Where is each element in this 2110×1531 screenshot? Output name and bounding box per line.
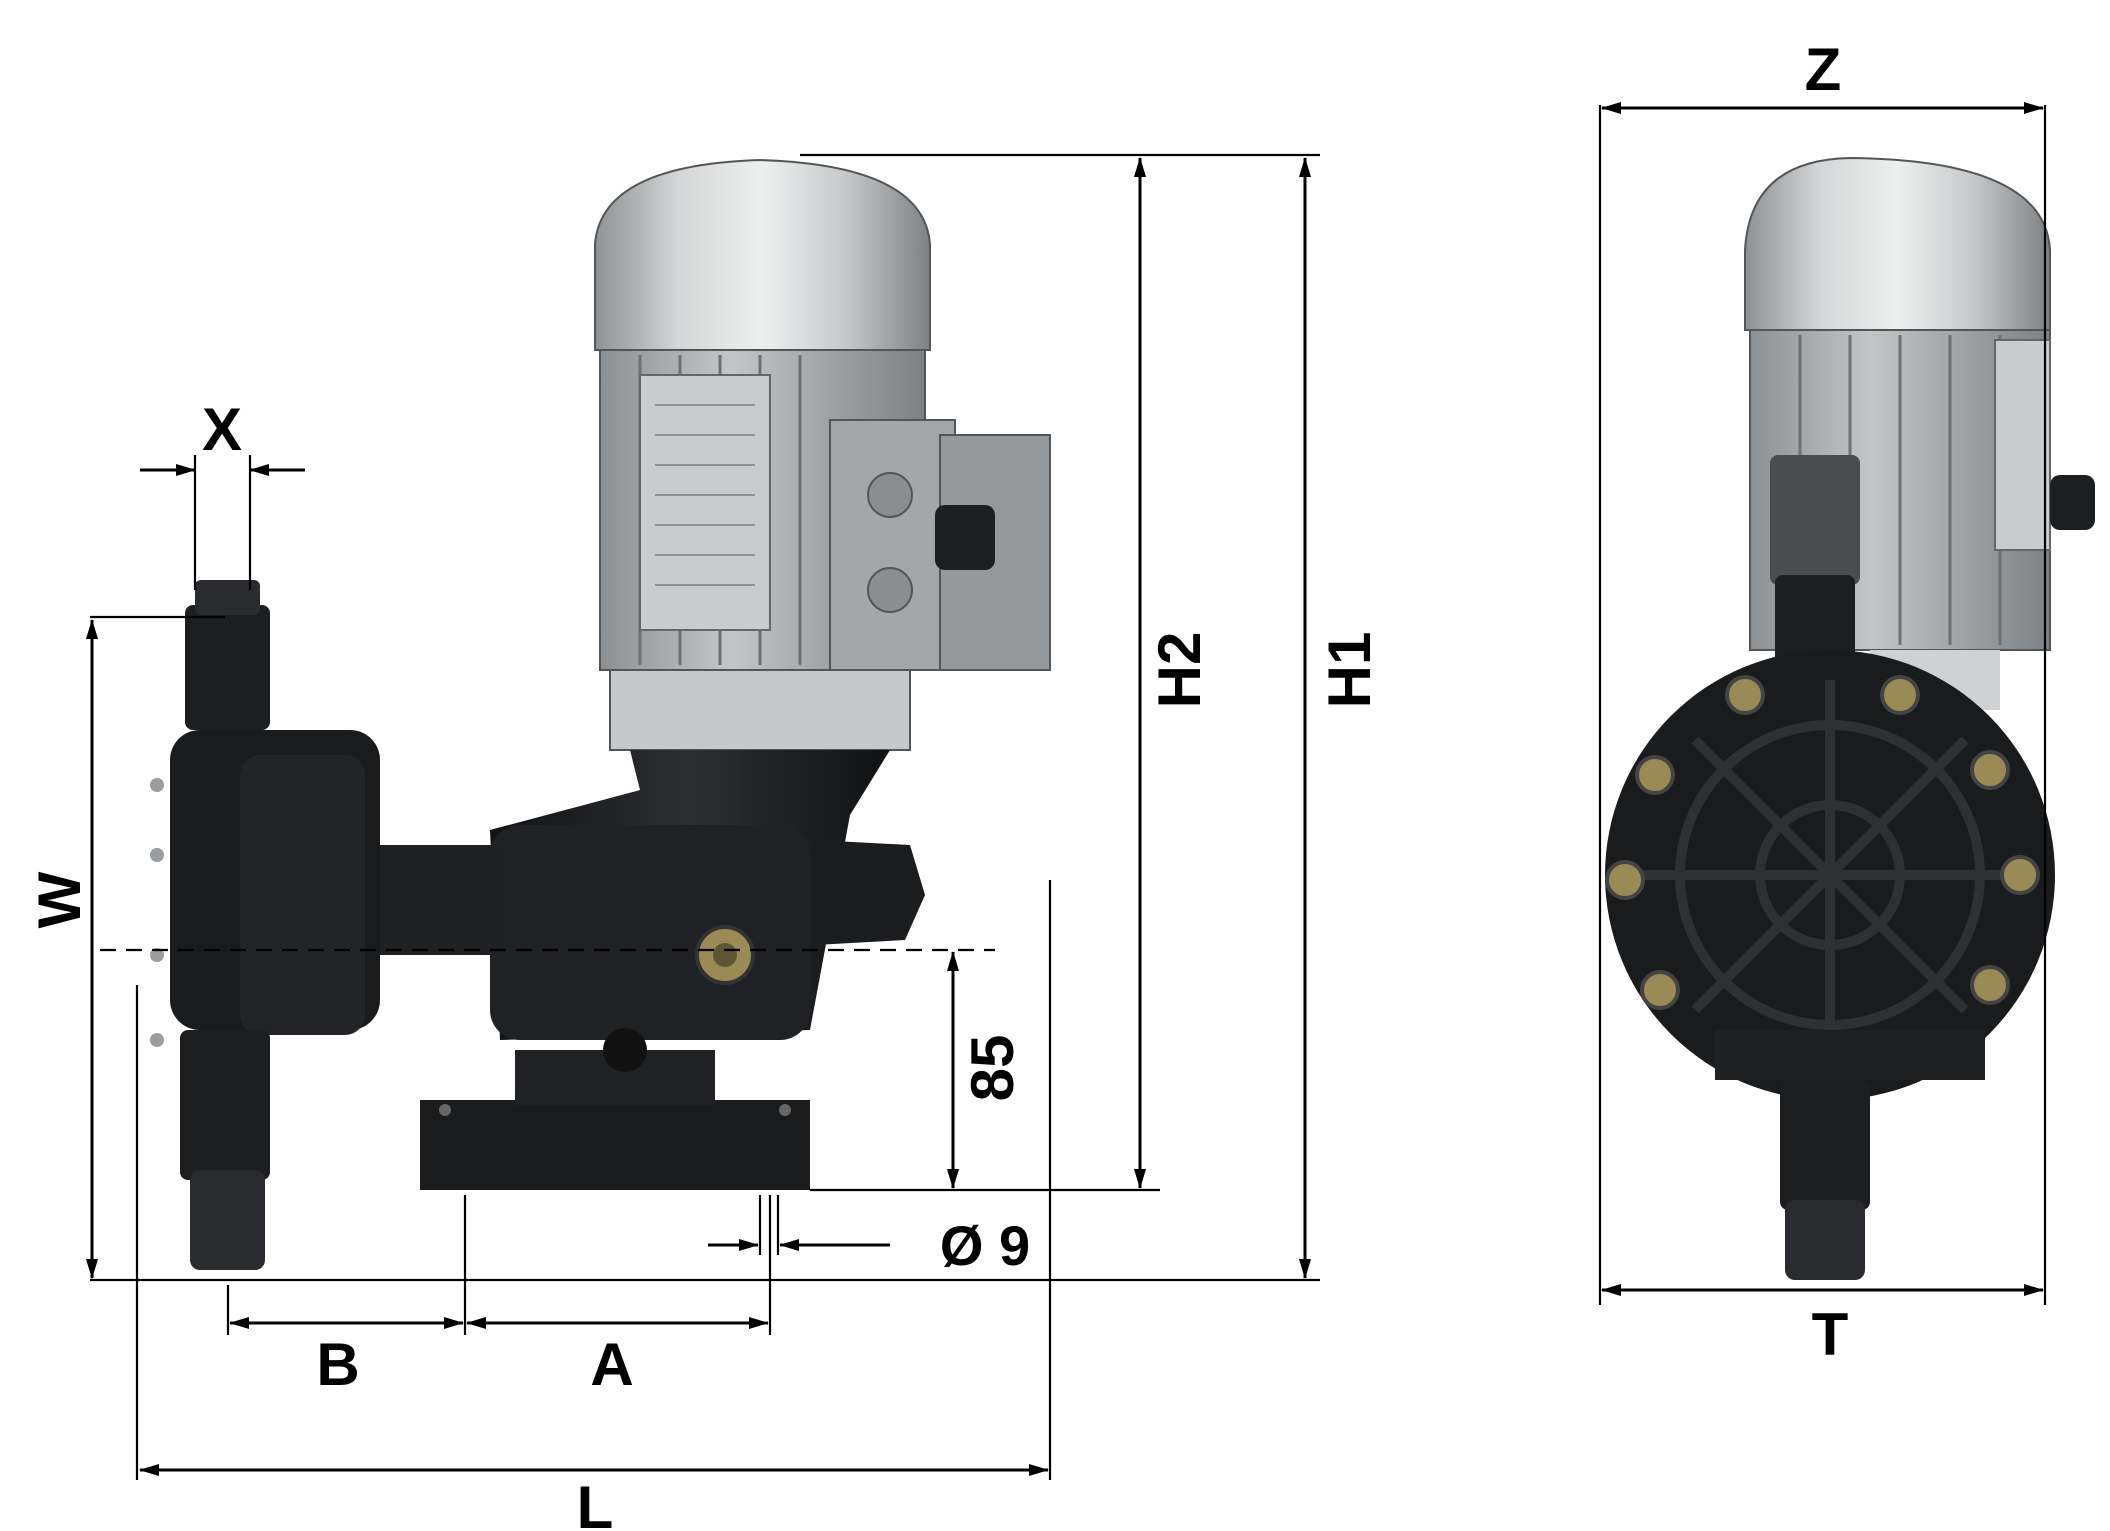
label-h2: H2 — [1146, 632, 1213, 709]
label-z: Z — [1805, 36, 1842, 103]
label-l: L — [577, 1474, 614, 1531]
pump-front-view — [1605, 156, 2095, 1280]
label-x: X — [202, 396, 242, 463]
pump-side-view — [150, 158, 1051, 1270]
dimension-lines — [86, 102, 2047, 1480]
label-h1: H1 — [1316, 632, 1383, 709]
label-85: 85 — [959, 1035, 1026, 1102]
label-a: A — [590, 1331, 633, 1398]
label-b: B — [316, 1331, 359, 1398]
label-t: T — [1812, 1301, 1849, 1368]
label-w: W — [26, 871, 93, 928]
label-diameter-9: Ø 9 — [940, 1214, 1030, 1277]
